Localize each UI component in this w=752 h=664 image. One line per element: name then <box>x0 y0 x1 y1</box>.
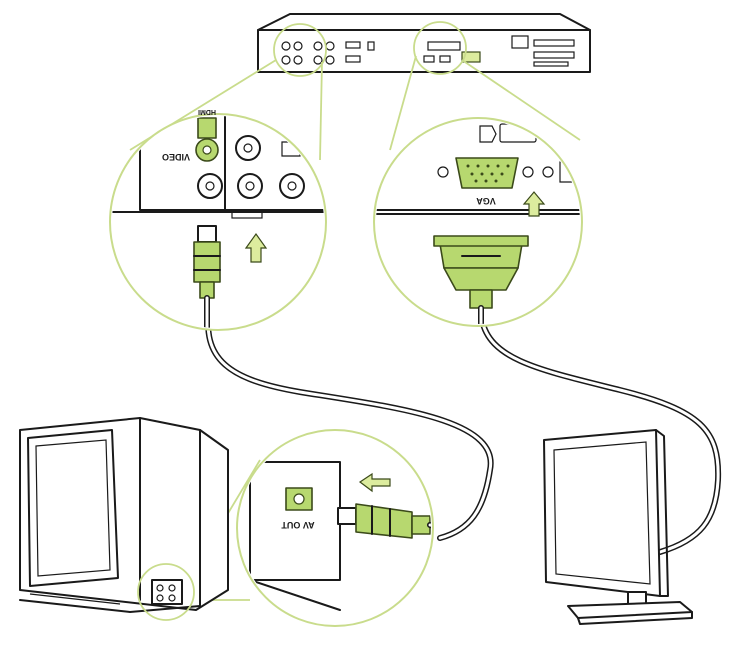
lcd-monitor <box>543 429 693 625</box>
up-arrow-icon <box>244 232 268 263</box>
left-arrow-icon <box>358 472 391 493</box>
device-ports-right <box>423 35 575 67</box>
video-in-label: VIDEO <box>162 152 190 162</box>
up-arrow-icon <box>522 191 546 217</box>
source-device <box>257 13 591 77</box>
zoom-circle-vga <box>373 117 583 327</box>
vga-label: VGA <box>476 196 496 206</box>
composite-cable <box>205 302 494 541</box>
av-out-label: AV OUT <box>281 520 315 530</box>
zoom-circle-video-in <box>109 113 327 331</box>
hdmi-label: HDMI <box>198 108 216 115</box>
crt-tv <box>19 417 229 621</box>
vga-cable <box>479 317 722 555</box>
device-ports-left <box>281 41 375 65</box>
zoom-circle-av-out <box>236 429 434 627</box>
